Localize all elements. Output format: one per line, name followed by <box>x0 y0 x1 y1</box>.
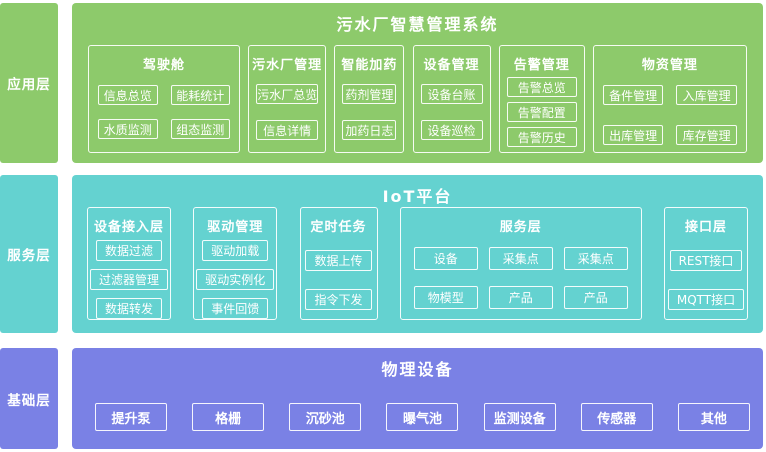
group-title: 物资管理 <box>641 58 698 73</box>
module-box: 产品 <box>488 286 553 309</box>
group-title: 驾驶舱 <box>142 58 185 73</box>
group-items: 数据过滤 过滤器管理 数据转发 <box>88 240 170 319</box>
group-title: 设备接入层 <box>93 220 164 235</box>
group-driver-management: 驱动管理 驱动加载 驱动实例化 事件回馈 <box>193 207 278 320</box>
module-box: 能耗统计 <box>170 85 230 105</box>
equipment-box: 其他 <box>677 403 750 431</box>
equipment-box: 曝气池 <box>386 403 459 431</box>
group-device-access: 设备接入层 数据过滤 过滤器管理 数据转发 <box>87 207 171 320</box>
group-title: 服务层 <box>499 220 542 235</box>
group-smart-dosing: 智能加药 药剂管理 加药日志 <box>334 45 405 153</box>
module-box: 加药日志 <box>342 120 397 140</box>
group-items: REST接口 MQTT接口 <box>665 250 747 310</box>
module-box: 数据过滤 <box>95 240 162 261</box>
group-title: 接口层 <box>684 220 727 235</box>
module-box: 告警总览 <box>506 77 577 97</box>
group-items: 设备台账 设备巡检 <box>414 84 490 140</box>
module-box: 库存管理 <box>676 125 737 145</box>
module-box: 设备台账 <box>420 84 483 104</box>
group-items: 驱动加载 驱动实例化 事件回馈 <box>194 240 276 319</box>
module-box: 设备 <box>413 247 478 270</box>
module-box: REST接口 <box>669 250 743 271</box>
group-title: 智能加药 <box>341 58 398 73</box>
module-box: 入库管理 <box>676 85 737 105</box>
sidebar-label-foundation: 基础层 <box>0 348 58 449</box>
group-items: 设备 采集点 采集点 物模型 产品 产品 <box>413 247 628 309</box>
module-box: 事件回馈 <box>202 298 269 319</box>
application-panel-title: 污水厂智慧管理系统 <box>336 15 499 34</box>
sidebar-label-application: 应用层 <box>0 3 58 163</box>
iot-platform-title: IoT平台 <box>382 187 453 206</box>
sidebar-label-foundation-text: 基础层 <box>7 392 51 409</box>
group-items: 信息总览 能耗统计 水质监测 组态监测 <box>98 85 230 139</box>
application-panel: 污水厂智慧管理系统 驾驶舱 信息总览 能耗统计 水质监测 组态监测 污水厂管理 … <box>72 3 763 163</box>
sidebar-label-service-text: 服务层 <box>7 248 51 264</box>
module-box: 污水厂总览 <box>256 84 319 104</box>
module-box: 指令下发 <box>305 289 372 310</box>
sidebar-label-service: 服务层 <box>0 175 58 333</box>
sidebar-label-application-text: 应用层 <box>7 77 51 93</box>
group-service-sublayer: 服务层 设备 采集点 采集点 物模型 产品 产品 <box>399 207 642 320</box>
module-box: 告警配置 <box>506 102 577 122</box>
group-cockpit: 驾驶舱 信息总览 能耗统计 水质监测 组态监测 <box>88 45 240 153</box>
module-box: MQTT接口 <box>667 289 745 310</box>
iot-platform-panel: IoT平台 设备接入层 数据过滤 过滤器管理 数据转发 驱动管理 驱动加载 驱动… <box>72 175 763 333</box>
physical-equipment-items: 提升泵 格栅 沉砂池 曝气池 监测设备 传感器 其他 <box>95 403 750 431</box>
foundation-layer-band: 基础层 物理设备 提升泵 格栅 沉砂池 曝气池 监测设备 传感器 其他 <box>0 348 763 449</box>
application-layer-band: 应用层 污水厂智慧管理系统 驾驶舱 信息总览 能耗统计 水质监测 组态监测 污水… <box>0 3 763 163</box>
module-box: 过滤器管理 <box>89 269 168 290</box>
physical-equipment-panel: 物理设备 提升泵 格栅 沉砂池 曝气池 监测设备 传感器 其他 <box>72 348 763 449</box>
group-alarm-management: 告警管理 告警总览 告警配置 告警历史 <box>498 45 585 153</box>
module-box: 设备巡检 <box>420 120 483 140</box>
group-title: 定时任务 <box>310 220 367 235</box>
application-groups: 驾驶舱 信息总览 能耗统计 水质监测 组态监测 污水厂管理 污水厂总览 信息详情 <box>88 45 747 153</box>
module-box: 驱动实例化 <box>196 269 275 290</box>
group-title: 污水厂管理 <box>252 58 323 73</box>
equipment-box: 传感器 <box>580 403 653 431</box>
group-material-management: 物资管理 备件管理 入库管理 出库管理 库存管理 <box>592 45 747 153</box>
module-box: 采集点 <box>488 247 553 270</box>
group-interface-layer: 接口层 REST接口 MQTT接口 <box>664 207 748 320</box>
module-box: 告警历史 <box>506 127 577 147</box>
group-equipment-management: 设备管理 设备台账 设备巡检 <box>412 45 491 153</box>
module-box: 数据上传 <box>305 250 372 271</box>
group-title: 告警管理 <box>513 58 570 73</box>
module-box: 数据转发 <box>95 298 162 319</box>
group-items: 数据上传 指令下发 <box>301 250 377 310</box>
group-plant-management: 污水厂管理 污水厂总览 信息详情 <box>248 45 327 153</box>
module-box: 水质监测 <box>98 119 158 139</box>
service-layer-band: 服务层 IoT平台 设备接入层 数据过滤 过滤器管理 数据转发 驱动管理 驱动加… <box>0 175 763 333</box>
service-groups: 设备接入层 数据过滤 过滤器管理 数据转发 驱动管理 驱动加载 驱动实例化 事件… <box>87 207 748 320</box>
group-items: 备件管理 入库管理 出库管理 库存管理 <box>602 85 737 145</box>
module-box: 药剂管理 <box>342 84 397 104</box>
module-box: 采集点 <box>563 247 628 270</box>
equipment-box: 提升泵 <box>95 403 167 431</box>
physical-equipment-title: 物理设备 <box>381 360 454 379</box>
group-title: 驱动管理 <box>207 220 264 235</box>
group-title: 设备管理 <box>423 58 480 73</box>
module-box: 出库管理 <box>602 125 664 145</box>
module-box: 信息详情 <box>256 120 319 140</box>
module-box: 物模型 <box>413 286 478 309</box>
group-items: 污水厂总览 信息详情 <box>249 84 325 140</box>
equipment-box: 监测设备 <box>483 403 556 431</box>
equipment-box: 沉砂池 <box>289 403 362 431</box>
module-box: 备件管理 <box>602 85 664 105</box>
equipment-box: 格栅 <box>192 403 265 431</box>
group-scheduled-tasks: 定时任务 数据上传 指令下发 <box>299 207 378 320</box>
group-items: 药剂管理 加药日志 <box>335 84 403 140</box>
module-box: 信息总览 <box>98 85 158 105</box>
module-box: 驱动加载 <box>202 240 269 261</box>
group-items: 告警总览 告警配置 告警历史 <box>500 77 584 147</box>
module-box: 产品 <box>563 286 628 309</box>
module-box: 组态监测 <box>170 119 230 139</box>
